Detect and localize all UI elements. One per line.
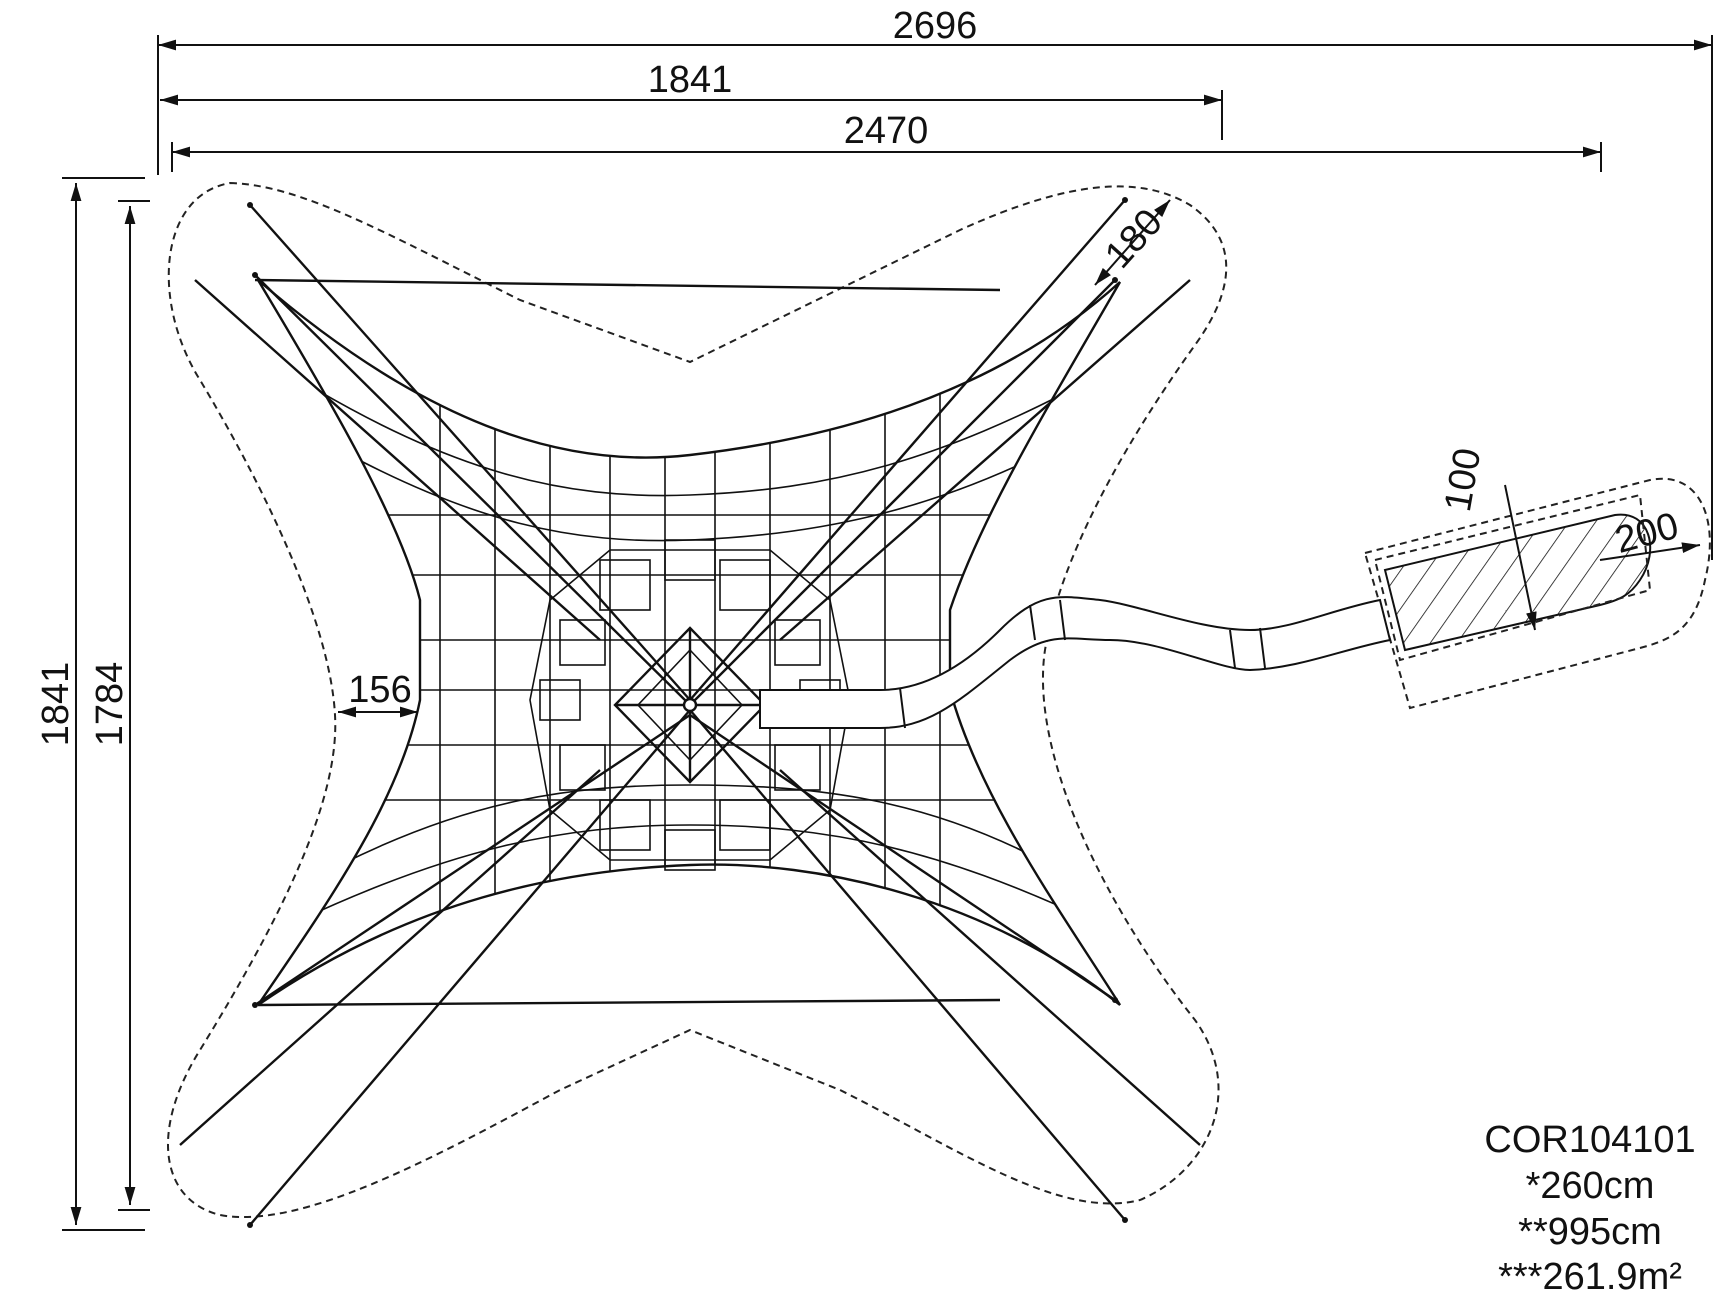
dim-label-net-width: 1841 <box>648 59 733 101</box>
dimension-net-width: 1841 <box>160 59 1223 140</box>
dimension-safety-width: 2470 <box>171 110 1602 172</box>
central-cells <box>529 539 851 871</box>
dim-label-slide-exit-length: 200 <box>1611 505 1683 562</box>
dimension-overall-height: 1841 <box>35 177 145 1231</box>
climbing-net <box>179 197 1201 1228</box>
dim-label-net-height: 1784 <box>89 662 131 747</box>
info-block: COR104101 *260cm **995cm ***261.9m² <box>1484 1119 1695 1297</box>
dim-label-overall-width: 2696 <box>893 5 978 47</box>
dim-label-safety-width: 2470 <box>844 110 929 152</box>
central-pyramid <box>613 626 767 784</box>
tube-slide <box>759 493 1652 729</box>
product-code: COR104101 <box>1484 1119 1695 1161</box>
dimension-net-height: 1784 <box>89 200 150 1211</box>
dimension-edge-clearance: 156 <box>338 669 418 718</box>
dim-label-overall-height: 1841 <box>35 662 77 747</box>
slide-safety-zone <box>1363 477 1711 710</box>
safety-zone-outline <box>166 181 1228 1219</box>
length-note: **995cm <box>1518 1211 1662 1253</box>
dimension-overall-width: 2696 <box>157 5 1713 560</box>
slide-exit-area <box>1383 513 1652 652</box>
dimension-corner-offset: 180 <box>1094 199 1171 286</box>
dim-label-edge-clearance: 156 <box>348 669 411 711</box>
height-note: *260cm <box>1526 1165 1655 1207</box>
area-note: ***261.9m² <box>1498 1256 1682 1297</box>
dim-label-slide-exit-width: 100 <box>1437 445 1489 515</box>
